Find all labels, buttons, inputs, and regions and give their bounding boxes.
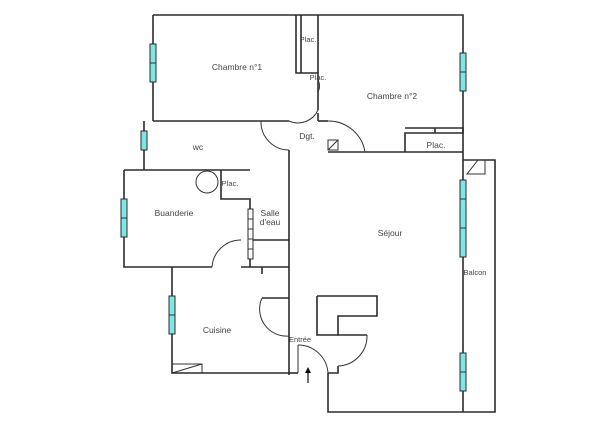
label-salle-eau-line1: Salle	[261, 208, 280, 218]
label-sejour: Séjour	[378, 228, 403, 238]
entry-arrow-icon	[305, 367, 311, 383]
label-cuisine: Cuisine	[203, 325, 232, 335]
label-buanderie: Buanderie	[155, 208, 194, 218]
windows	[120, 43, 467, 392]
door-arcs	[195, 79, 368, 374]
label-placard-1: Plac.	[300, 35, 317, 44]
walls	[123, 14, 496, 413]
label-chambre-1: Chambre n°1	[212, 62, 262, 72]
label-placard-3: Plac.	[427, 140, 446, 150]
label-chambre-2: Chambre n°2	[367, 91, 417, 101]
label-salle-eau-line2: d'eau	[260, 217, 281, 227]
label-balcon: Balcon	[464, 268, 487, 277]
label-placard-4: Plac.	[222, 179, 239, 188]
label-wc: wc	[192, 142, 204, 152]
label-dgt: Dgt.	[299, 131, 315, 141]
label-placard-2: Plac.	[310, 73, 327, 82]
label-entree: Entrée	[289, 335, 311, 344]
room-labels: Chambre n°1 Chambre n°2 Dgt. wc Buanderi…	[155, 35, 487, 344]
